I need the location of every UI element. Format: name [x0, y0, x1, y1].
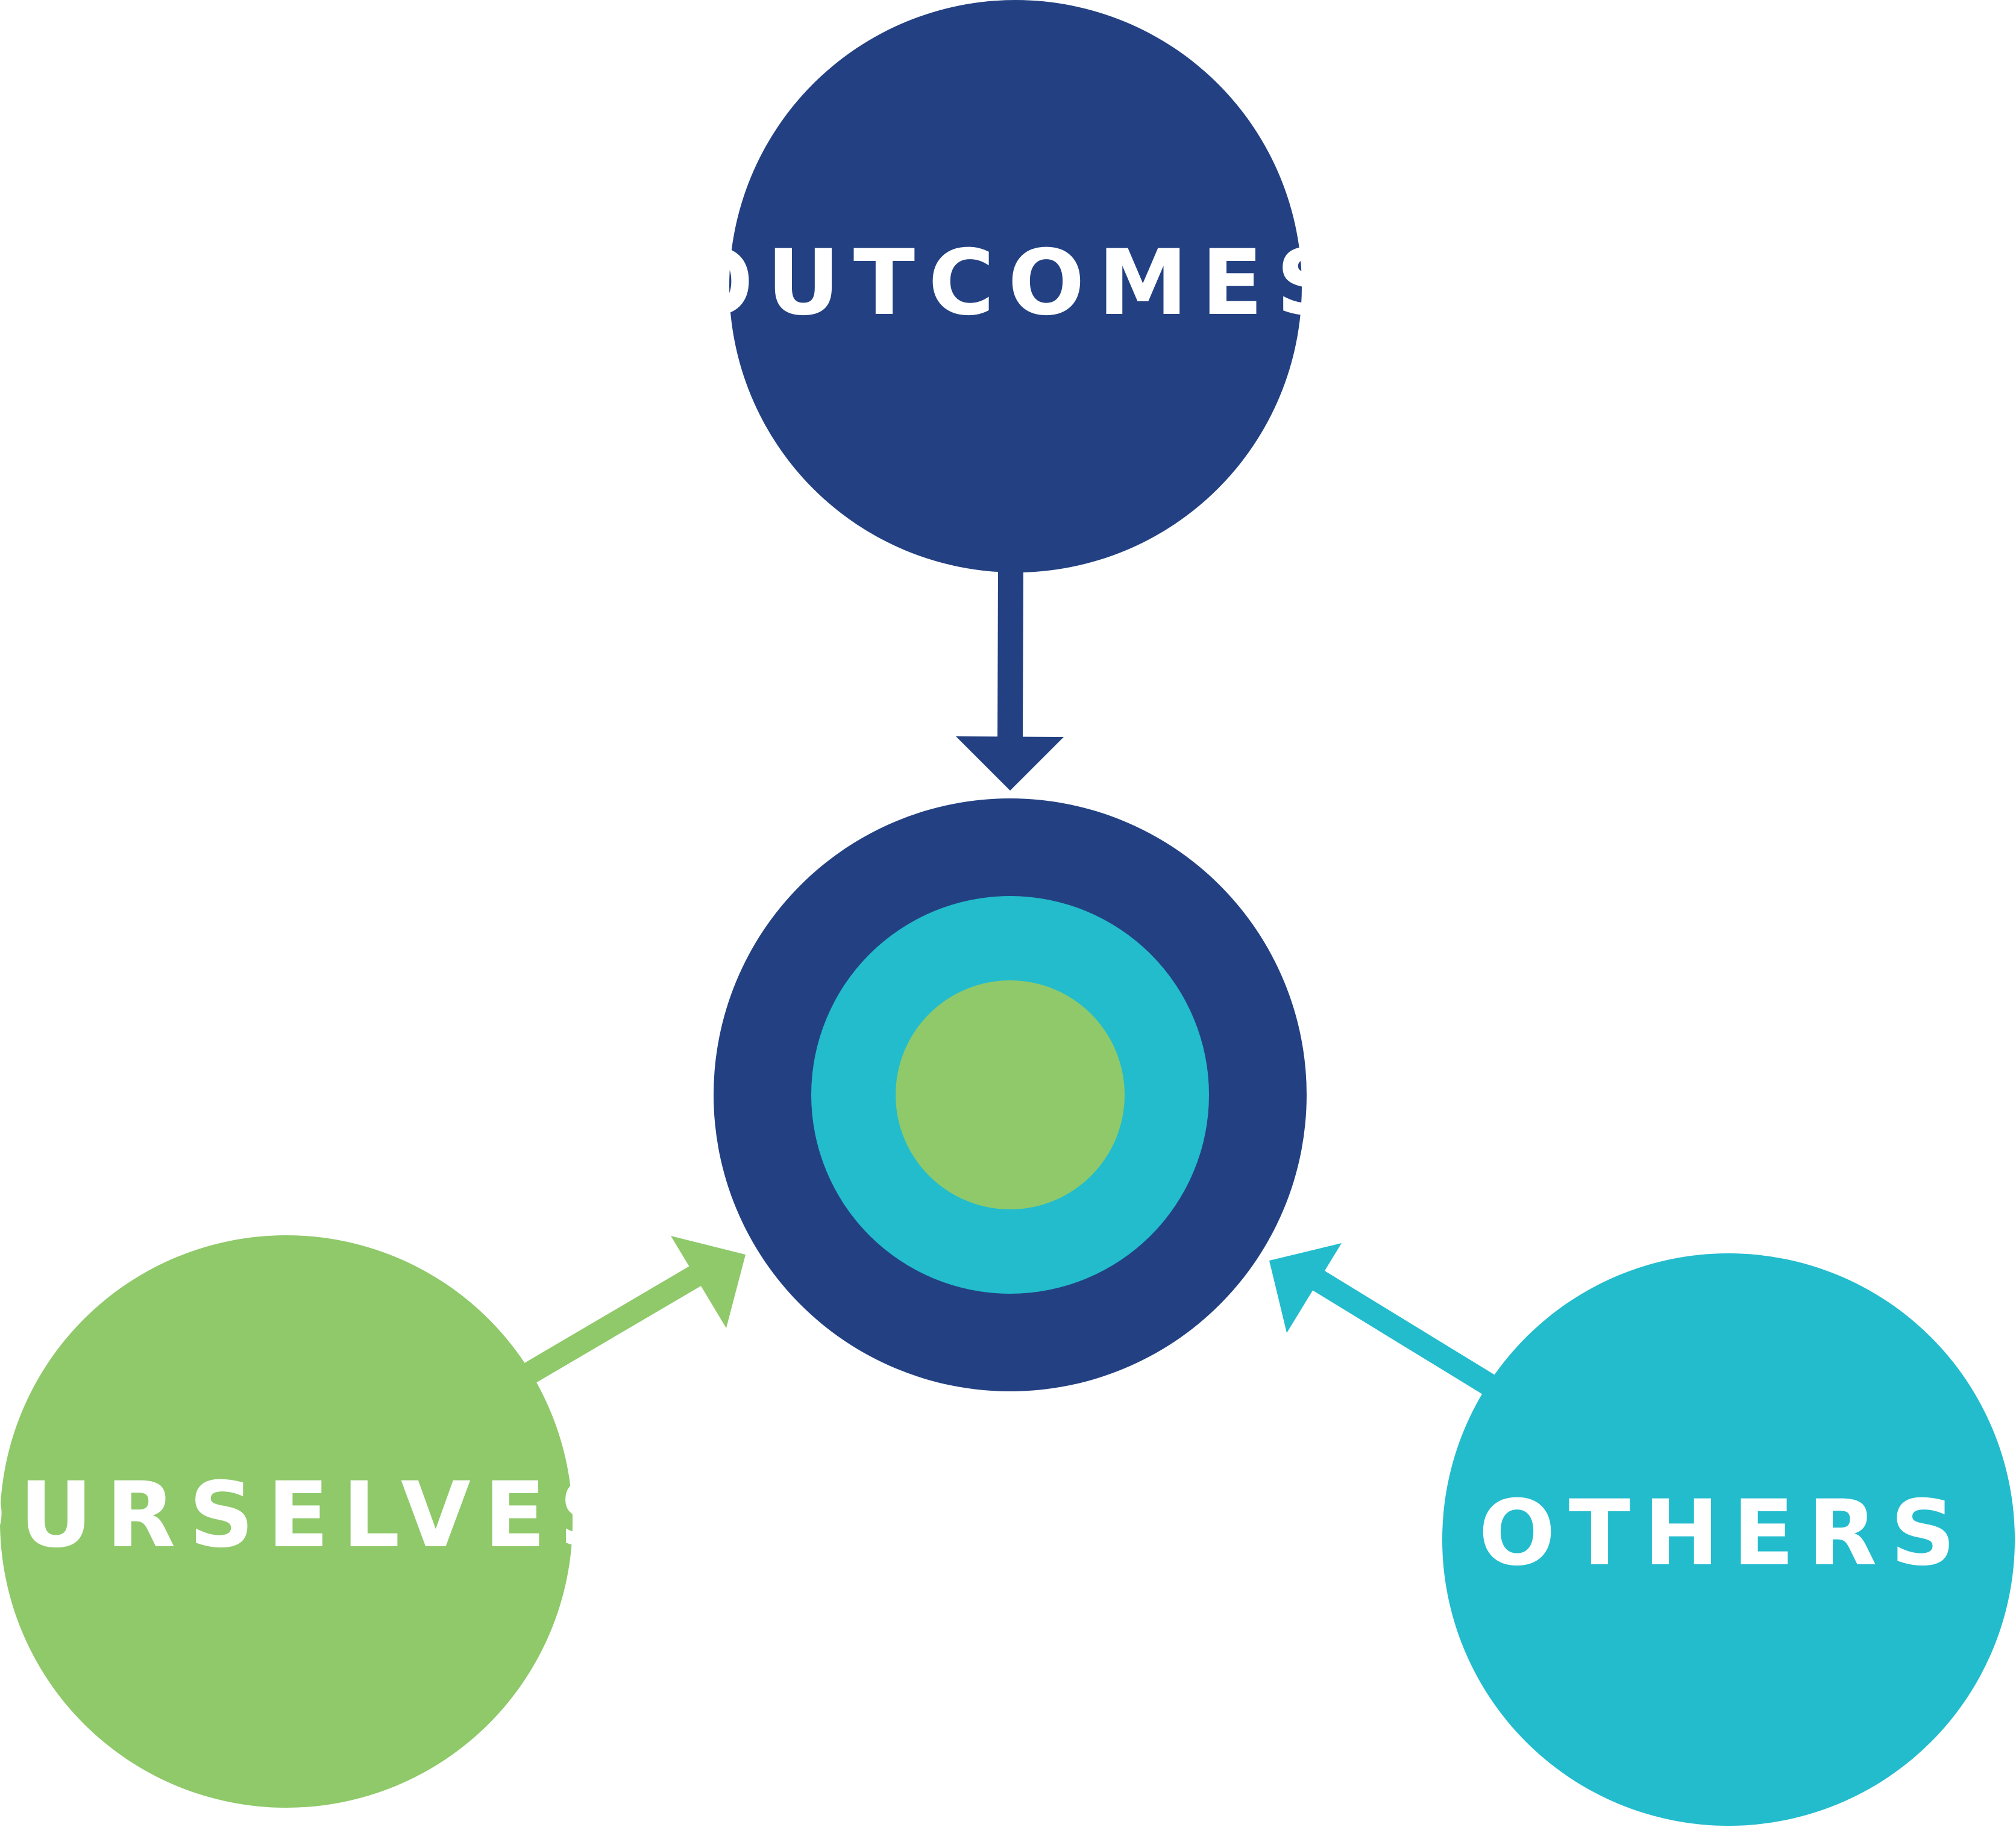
node-outcomes-label: OUTCOMES [677, 231, 1355, 336]
arrow-outcomes-shaft [997, 566, 1023, 742]
arrow-ourselves-to-center [512, 1236, 746, 1390]
arrow-outcomes-to-center [956, 566, 1064, 791]
center-target [714, 798, 1307, 1391]
node-others-label: OTHERS [1478, 1481, 1968, 1586]
arrow-others-to-center [1269, 1243, 1507, 1402]
node-ourselves-label: OURSELVES [0, 1463, 637, 1568]
node-ourselves-circle [0, 1235, 573, 1808]
arrow-others-head [1269, 1243, 1342, 1333]
arrow-ourselves-head [671, 1236, 746, 1328]
node-others-circle [1442, 1253, 2015, 1826]
arrow-ourselves-shaft [512, 1258, 714, 1390]
node-ourselves: OURSELVES [0, 1235, 637, 1808]
node-outcomes-circle [729, 0, 1302, 572]
center-target-inner-core [896, 980, 1125, 1209]
arrow-outcomes-head [956, 736, 1064, 791]
node-outcomes: OUTCOMES [677, 0, 1355, 572]
arrow-others-shaft [1293, 1258, 1507, 1402]
node-others: OTHERS [1442, 1253, 2015, 1826]
